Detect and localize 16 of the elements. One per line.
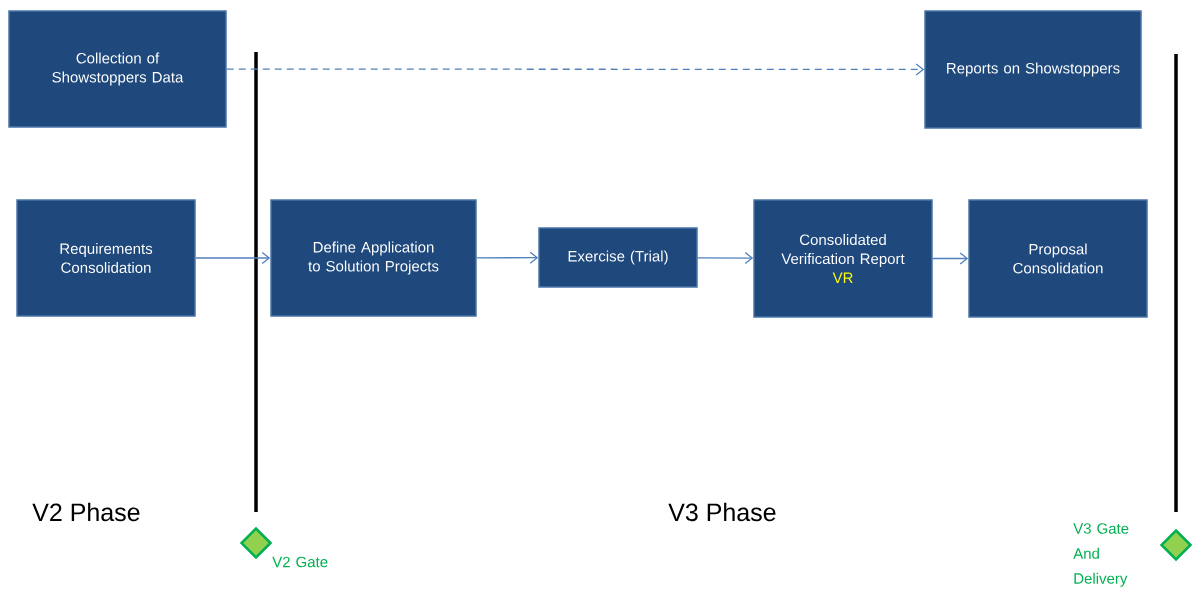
process-box: Proposal Consolidation	[968, 199, 1148, 318]
arrow	[932, 252, 969, 265]
process-box: Collection of Showstoppers Data	[8, 10, 227, 128]
phase-label: V3 Phase	[668, 502, 776, 522]
process-box: Requirements Consolidation	[16, 199, 196, 317]
arrow	[226, 63, 925, 76]
process-box: Exercise (Trial)	[538, 227, 698, 288]
phase-label: V2 Phase	[32, 502, 140, 522]
arrow	[195, 251, 271, 265]
gate-label: V2 Gate	[272, 556, 328, 568]
gate-label: V3 Gate And Delivery	[1073, 523, 1129, 587]
arrow	[697, 251, 754, 265]
arrow	[476, 251, 539, 264]
process-box: Reports on Showstoppers	[924, 10, 1142, 129]
process-box: Define Application to Solution Projects	[270, 199, 477, 317]
process-box: Consolidated Verification Report VR	[753, 199, 933, 318]
